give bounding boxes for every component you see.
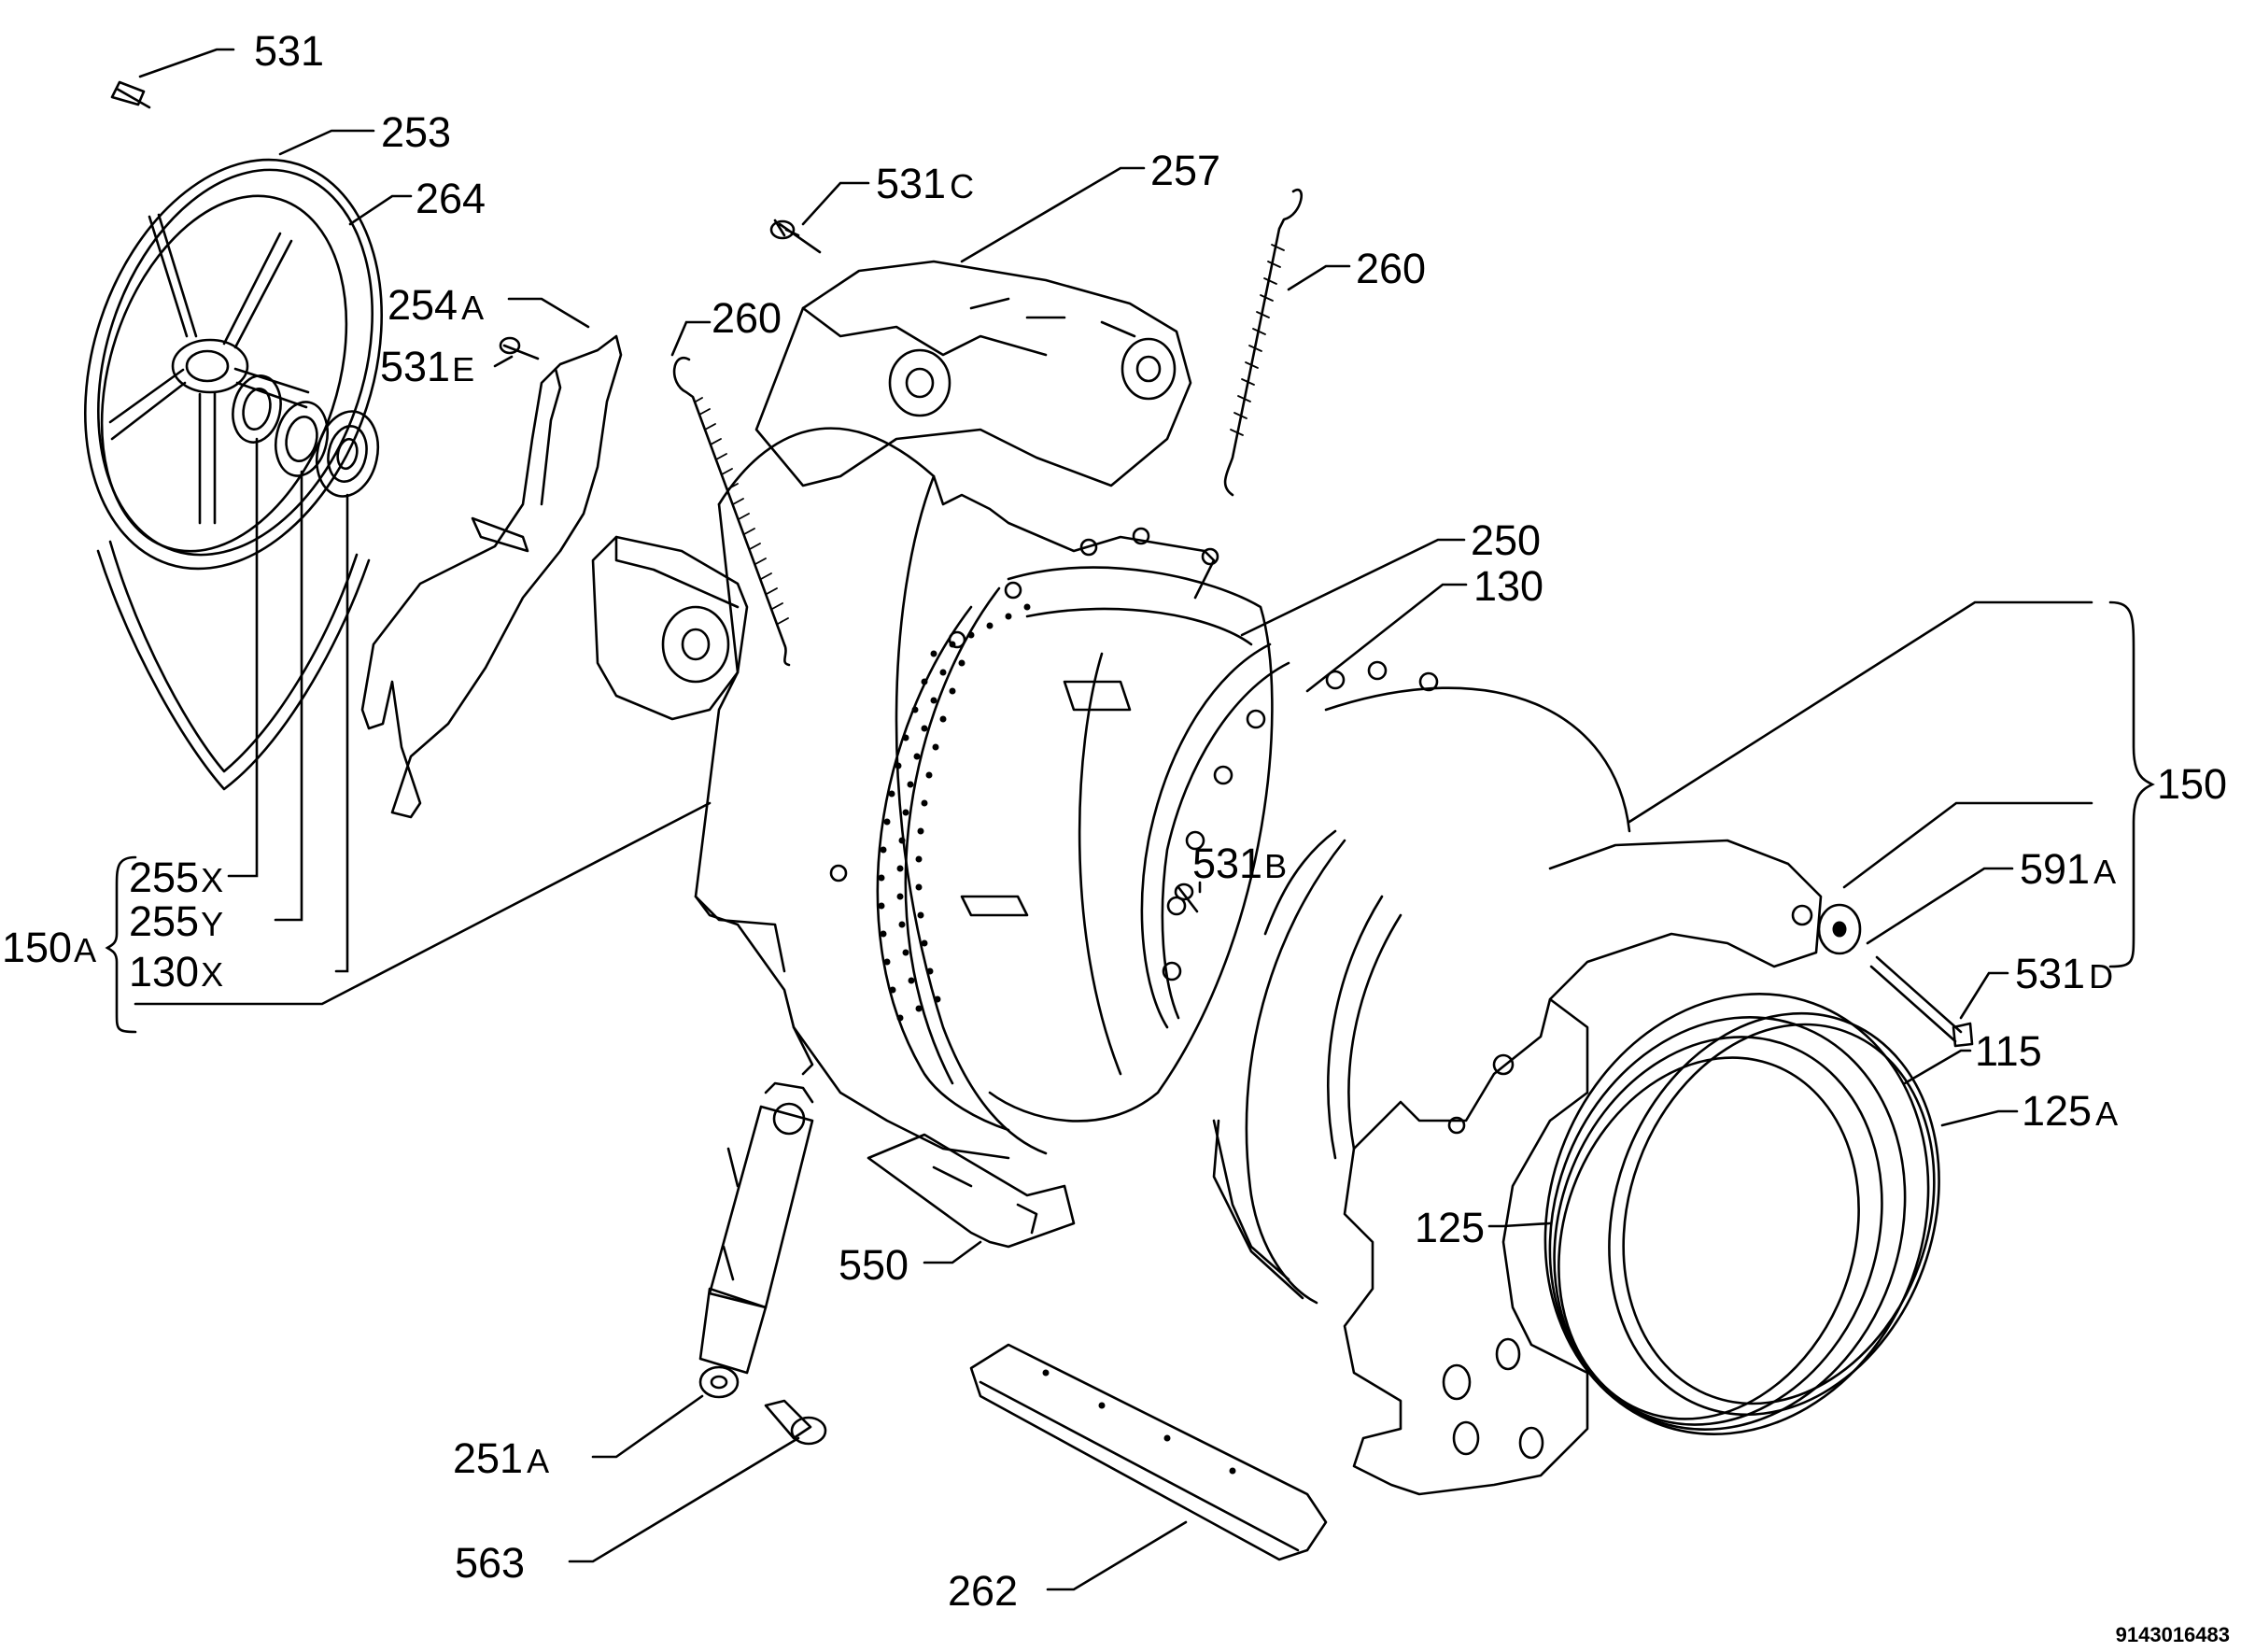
label-150a: 150A <box>2 924 96 971</box>
front-frame <box>1343 839 1823 1496</box>
drum-perforations <box>878 603 1031 1022</box>
label-130x: 130X <box>129 948 223 995</box>
label-531e: 531E <box>380 343 474 390</box>
ring-130 <box>829 527 1439 1029</box>
screw-531c <box>769 219 822 254</box>
label-550: 550 <box>839 1241 909 1289</box>
screw-531b <box>1174 882 1199 913</box>
label-264: 264 <box>416 175 486 222</box>
counterweight-left <box>591 535 749 721</box>
rear-tub <box>694 427 1216 1160</box>
door-seal <box>1543 993 1940 1435</box>
bracket-254a <box>360 334 623 819</box>
label-255y: 255Y <box>129 897 223 945</box>
leader-lines <box>134 48 2093 1591</box>
label-255x: 255X <box>129 854 223 901</box>
clip-550 <box>867 1133 1076 1249</box>
document-id: 9143016483 <box>2116 1623 2230 1646</box>
label-250: 250 <box>1471 516 1541 564</box>
label-115: 115 <box>1975 1027 2042 1075</box>
label-531b: 531B <box>1192 840 1287 887</box>
counterweight-257 <box>754 260 1192 487</box>
screw-531e <box>499 336 540 360</box>
group-bracket-150a <box>105 855 137 1034</box>
label-257: 257 <box>1150 147 1220 194</box>
bolt-563 <box>764 1399 827 1446</box>
label-260-left: 260 <box>712 294 782 342</box>
label-130: 130 <box>1473 562 1543 610</box>
rib-262 <box>969 1343 1328 1561</box>
label-260-right: 260 <box>1356 245 1426 292</box>
label-262: 262 <box>948 1567 1018 1615</box>
label-125: 125 <box>1415 1204 1485 1251</box>
front-tub <box>1212 686 1631 1305</box>
washer-591a <box>1817 903 1862 955</box>
label-253: 253 <box>381 108 451 156</box>
label-563: 563 <box>455 1539 525 1587</box>
pulley-253 <box>83 158 384 791</box>
label-150: 150 <box>2157 760 2227 808</box>
bolt-531d <box>1869 955 1974 1048</box>
label-531: 531 <box>254 27 324 75</box>
shock-absorber-251a <box>698 1081 814 1399</box>
group-bracket-150 <box>2108 600 2155 968</box>
screw-531 <box>110 80 151 109</box>
spring-260-right <box>1223 188 1303 497</box>
seal-bearings <box>232 374 380 498</box>
spring-260-left <box>672 356 791 667</box>
